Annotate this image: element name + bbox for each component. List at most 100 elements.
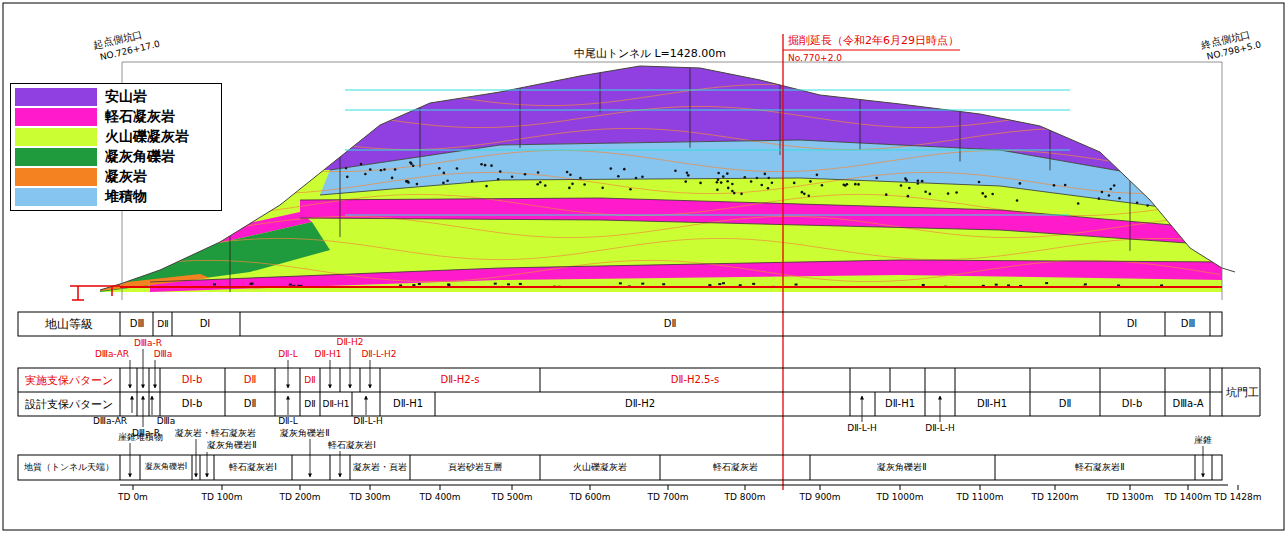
leader-arrow [288, 396, 289, 415]
gravel-dot [484, 164, 487, 167]
table-cell: DⅠ [1127, 319, 1138, 329]
legend-entry: 堆積物 [15, 187, 221, 207]
table-cell: DⅢ [130, 319, 145, 329]
legend-swatch [15, 188, 97, 206]
legend-entry: 凝灰角礫岩 [15, 147, 221, 167]
legend-text: 凝灰角礫岩 [105, 148, 175, 166]
table-cell: 軽石凝灰岩 [713, 463, 758, 472]
gravel-dot [569, 174, 572, 177]
gravel-dot [1109, 188, 1112, 191]
gravel-dot [601, 187, 604, 190]
callout-label: 軽石凝灰岩Ⅰ [328, 441, 376, 450]
leader-arrow [310, 439, 311, 477]
borehole [960, 112, 961, 162]
leader-arrow [330, 360, 331, 388]
legend-text: 安山岩 [105, 88, 147, 106]
gravel-dot [921, 180, 924, 183]
gravel-dot [583, 183, 586, 186]
callout-label: 凝灰岩・軽石凝灰岩 [175, 429, 256, 438]
gravel-dot [579, 177, 582, 180]
gravel-dot [1019, 182, 1022, 185]
gravel-dot [1175, 196, 1178, 199]
gravel-dot [885, 193, 888, 196]
callout-label: 崖錐 [1194, 436, 1212, 445]
axis-label: TD 200m [279, 493, 320, 502]
callout-label: DⅢa [157, 417, 176, 426]
axis-label: TD 1200m [1032, 493, 1079, 502]
legend-entry: 安山岩 [15, 87, 221, 107]
tunnel-line [120, 286, 1222, 288]
callout-label: DⅡ-L-H [847, 424, 876, 433]
gravel-dot [1101, 191, 1104, 194]
boring-mark [250, 283, 253, 285]
legend-swatch [15, 168, 97, 186]
callout-label: DⅢa-R [134, 339, 162, 348]
gravel-dot [917, 180, 920, 183]
heading-label: No.770+2.0 [788, 54, 842, 63]
boring-mark [447, 283, 450, 285]
table-grid [18, 312, 1260, 490]
level-lines [345, 90, 1070, 215]
gravel-dot [731, 183, 734, 186]
gravel-dot [1161, 188, 1164, 191]
heading-label: 中尾山トンネル L=1428.00m [574, 48, 726, 59]
callout-label: 凝灰角礫岩Ⅱ [207, 441, 256, 450]
table-cell: DⅢ [1181, 319, 1196, 329]
callout-label: 凝灰角礫岩Ⅱ [280, 429, 329, 438]
gravel-dot [807, 195, 810, 198]
gravel-dot [726, 172, 729, 175]
excavation-line [782, 34, 783, 490]
gravel-dot [801, 191, 804, 194]
row-header: 設計支保パターン [25, 399, 113, 410]
callout-label: DⅡ-H2 [336, 338, 363, 347]
callout-label: DⅢa [154, 350, 173, 359]
callout-label: DⅡ-H1 [314, 350, 341, 359]
table-cell: DⅡ [244, 375, 257, 385]
gravel-dot [1077, 202, 1080, 205]
boring-mark [251, 283, 254, 285]
boring-mark [722, 282, 725, 284]
gravel-dot [720, 181, 723, 184]
gravel-dot [981, 192, 984, 195]
table-cell: 軽石凝灰岩Ⅰ [229, 463, 277, 472]
gravel-dot [875, 177, 878, 180]
heading-label: 掘削延長（令和2年6月29日時点） [788, 35, 959, 46]
gravel-dot [760, 184, 763, 187]
gravel-dot [908, 187, 911, 190]
gravel-dot [740, 193, 743, 196]
gravel-dot [821, 184, 824, 187]
gravel-dot [687, 174, 690, 177]
gravel-dot [391, 177, 394, 180]
axis-label: TD 900m [799, 493, 840, 502]
table-cell: DⅡ [304, 376, 315, 385]
axis-label: TD 800m [724, 493, 765, 502]
gravel-dot [346, 176, 349, 179]
gravel-dot [623, 168, 626, 171]
gravel-dot [524, 173, 527, 176]
contour-line [140, 215, 1220, 239]
axis-label: TD 1428m [1215, 493, 1262, 502]
legend-box: 安山岩軽石凝灰岩火山礫凝灰岩凝灰角礫岩凝灰岩堆積物 [10, 83, 222, 211]
contour-line [140, 238, 1220, 259]
axis-label: TD 600m [569, 493, 610, 502]
table-cell: DⅡ-H2.5-s [671, 375, 719, 385]
leader-arrow [152, 396, 153, 415]
gravel-dot [568, 187, 571, 190]
contour-line [140, 260, 1220, 281]
boring-mark [418, 283, 421, 285]
gravel-dot [978, 181, 981, 184]
gravel-dot [1053, 184, 1056, 187]
table-cell: DⅡ-H1 [977, 399, 1007, 409]
borehole [230, 236, 231, 306]
gravel-dot [750, 180, 753, 183]
legend-entry: 軽石凝灰岩 [15, 107, 221, 127]
legend-swatch [15, 88, 97, 106]
row-header: 坑門工 [1226, 387, 1259, 398]
leader-arrow [132, 396, 133, 413]
legend-text: 堆積物 [105, 188, 147, 206]
legend-entry: 凝灰岩 [15, 167, 221, 187]
borehole [1130, 181, 1131, 251]
gravel-dot [380, 169, 383, 172]
gravel-dot [733, 192, 736, 195]
table-cell: DⅠ [200, 319, 211, 329]
